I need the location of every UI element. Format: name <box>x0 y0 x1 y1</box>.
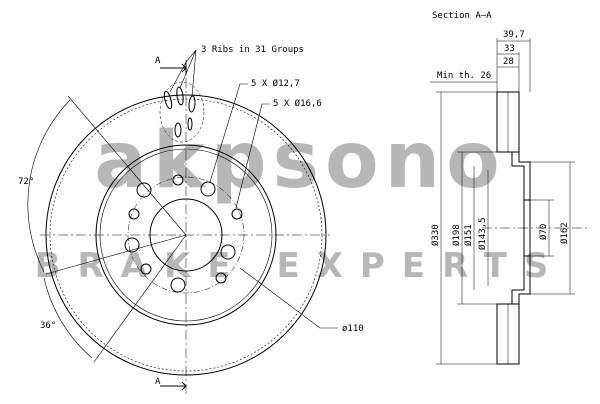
dia-198-label: Ø198 <box>451 224 462 246</box>
watermark: akpsono BRAKE EXPERTS <box>35 116 566 286</box>
section-marker-top: A <box>155 56 161 66</box>
wheel-stud-hole <box>170 277 186 293</box>
ribs-leader-3 <box>191 49 197 97</box>
angle-line-36 <box>93 234 187 363</box>
wheel-stud-hole <box>220 244 236 260</box>
ribs-leader-2 <box>179 49 197 89</box>
rib-shape <box>176 86 184 106</box>
rib-shape <box>188 95 196 113</box>
wheel-stud-hole <box>136 182 152 198</box>
watermark-tagline: BRAKE EXPERTS <box>35 246 566 286</box>
bolt-hole <box>172 174 184 186</box>
bolt-hole <box>128 208 140 220</box>
rib-shape <box>187 117 193 131</box>
dia-151-label: Ø151 <box>463 224 474 246</box>
large-hole-leader <box>235 103 270 209</box>
small-hole-callout: 5 X Ø12,7 <box>251 78 300 89</box>
bolt-hole <box>140 263 152 275</box>
rib-detail-boundary <box>159 81 205 143</box>
dim-33: 33 <box>504 44 515 54</box>
front-view-labels: A A 3 Ribs in 31 Groups 5 X Ø12,7 5 X Ø1… <box>18 45 364 387</box>
bolt-hole <box>215 272 227 284</box>
angle-36-label: 36° <box>40 321 56 331</box>
section-title: Section A–A <box>432 11 492 21</box>
angle-arc-72 <box>27 99 71 273</box>
pcd-leader <box>239 267 338 329</box>
section-arrow-bottom-head <box>181 381 187 391</box>
angle-arc-36 <box>43 277 93 359</box>
wheel-stud-hole <box>124 237 140 253</box>
dia-143-5-label: Ø143,5 <box>477 217 488 250</box>
bolt-hole <box>231 208 243 220</box>
small-hole-leader <box>209 83 248 183</box>
section-arrow-top-head <box>181 63 187 73</box>
watermark-brand: akpsono <box>94 116 505 206</box>
rib-shape <box>163 90 173 110</box>
large-hole-callout: 5 X Ø16,6 <box>273 98 322 109</box>
ribs-leader-1 <box>169 49 197 93</box>
pcd-callout: ø110 <box>342 324 364 334</box>
angle-line-72 <box>67 95 187 236</box>
dim-28: 28 <box>503 57 514 67</box>
ribs-note: 3 Ribs in 31 Groups <box>201 45 304 55</box>
dia-70-label: Ø70 <box>538 224 549 240</box>
dim-39-7: 39,7 <box>503 30 525 40</box>
angle-line-base <box>45 234 187 275</box>
min-thickness: Min th. 26 <box>437 71 491 81</box>
dia-162-label: Ø162 <box>559 222 570 244</box>
section-view <box>430 38 590 365</box>
dia-330-label: Ø330 <box>430 224 441 246</box>
section-view-labels: Section A–A Min th. 26 39,7 33 28 Ø330 Ø… <box>430 11 570 250</box>
section-marker-bottom: A <box>155 377 161 387</box>
section-hat <box>518 152 531 304</box>
rib-shape <box>174 122 182 138</box>
angle-72-label: 72° <box>18 177 34 187</box>
front-view <box>27 49 338 395</box>
wheel-stud-hole <box>200 181 216 197</box>
